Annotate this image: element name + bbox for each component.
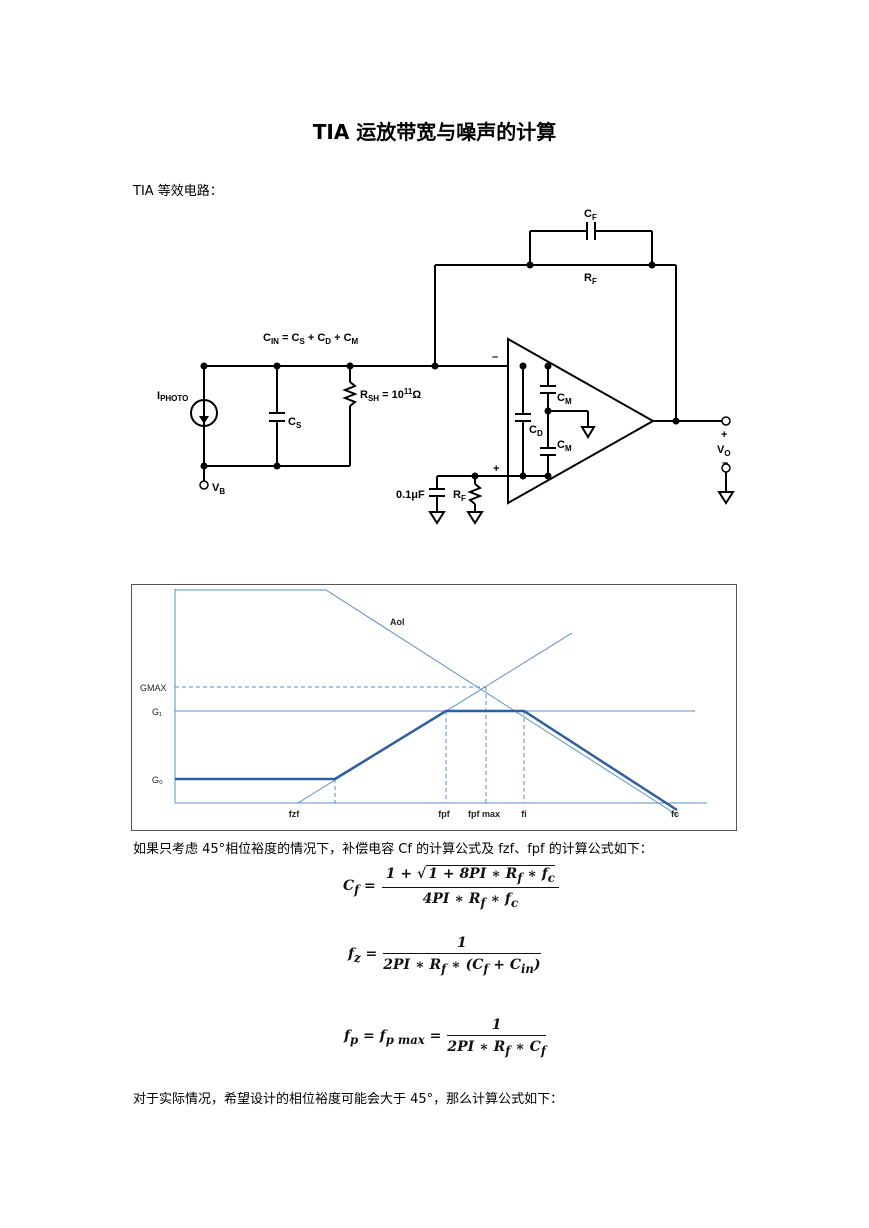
label-rf-bias: RF xyxy=(453,489,466,503)
label-vb: VB xyxy=(212,482,225,496)
label-noninverting-input: + xyxy=(493,463,499,475)
label-vo-minus: – xyxy=(722,457,728,469)
x-label-fpf: fpf xyxy=(438,809,450,819)
tia-circuit-diagram: CF RF CIN = CS + CD + CM IPHOTO CS RSH =… xyxy=(157,208,735,525)
bode-plot: Aol GMAX G₁ G₀ fzf fpf fpf max fi fc xyxy=(140,589,707,819)
label-cs: CS xyxy=(288,416,302,430)
label-vo-plus: + xyxy=(721,429,727,441)
formula-fp: fp = fp max = 1 2PI ∗ Rf ∗ Cf xyxy=(344,1017,546,1058)
label-rsh: RSH = 1011Ω xyxy=(360,387,421,403)
bode-plot-frame xyxy=(131,584,737,831)
page-title: TIA 运放带宽与噪声的计算 xyxy=(312,120,557,144)
label-cm-top: CM xyxy=(557,392,572,406)
label-bypass-cap: 0.1μF xyxy=(396,489,425,501)
label-cin-equation: CIN = CS + CD + CM xyxy=(263,332,359,346)
paragraph-circuit-intro: TIA 等效电路： xyxy=(133,184,223,199)
x-label-fc: fc xyxy=(671,809,679,819)
closed-loop-gain-curve xyxy=(175,709,678,812)
label-cf: CF xyxy=(584,208,597,222)
formula-cf: Cf = 1 + √1 + 8PI ∗ Rf ∗ fc 4PI ∗ Rf ∗ f… xyxy=(343,865,559,910)
x-label-fpf-max: fpf max xyxy=(468,809,500,819)
label-vo: VO xyxy=(717,444,731,458)
aol-curve xyxy=(175,589,678,816)
paragraph-45-degree: 如果只考虑 45°相位裕度的情况下，补偿电容 Cf 的计算公式及 fzf、fpf… xyxy=(133,842,653,857)
g1-label: G₁ xyxy=(152,707,162,717)
paragraph-actual-case: 对于实际情况，希望设计的相位裕度可能会大于 45°，那么计算公式如下： xyxy=(133,1092,564,1107)
x-label-fzf: fzf xyxy=(289,809,300,819)
formula-fz: fz = 1 2PI ∗ Rf ∗ (Cf + Cin) xyxy=(348,935,541,976)
gmax-label: GMAX xyxy=(140,683,167,693)
label-cm-bottom: CM xyxy=(557,439,572,453)
label-cd: CD xyxy=(529,424,543,438)
x-label-fi: fi xyxy=(521,809,527,819)
g0-label: G₀ xyxy=(152,775,163,785)
aol-label: Aol xyxy=(390,617,405,627)
label-inverting-input: – xyxy=(492,351,498,363)
label-rf-feedback: RF xyxy=(584,272,597,286)
label-iphoto: IPHOTO xyxy=(157,390,188,403)
